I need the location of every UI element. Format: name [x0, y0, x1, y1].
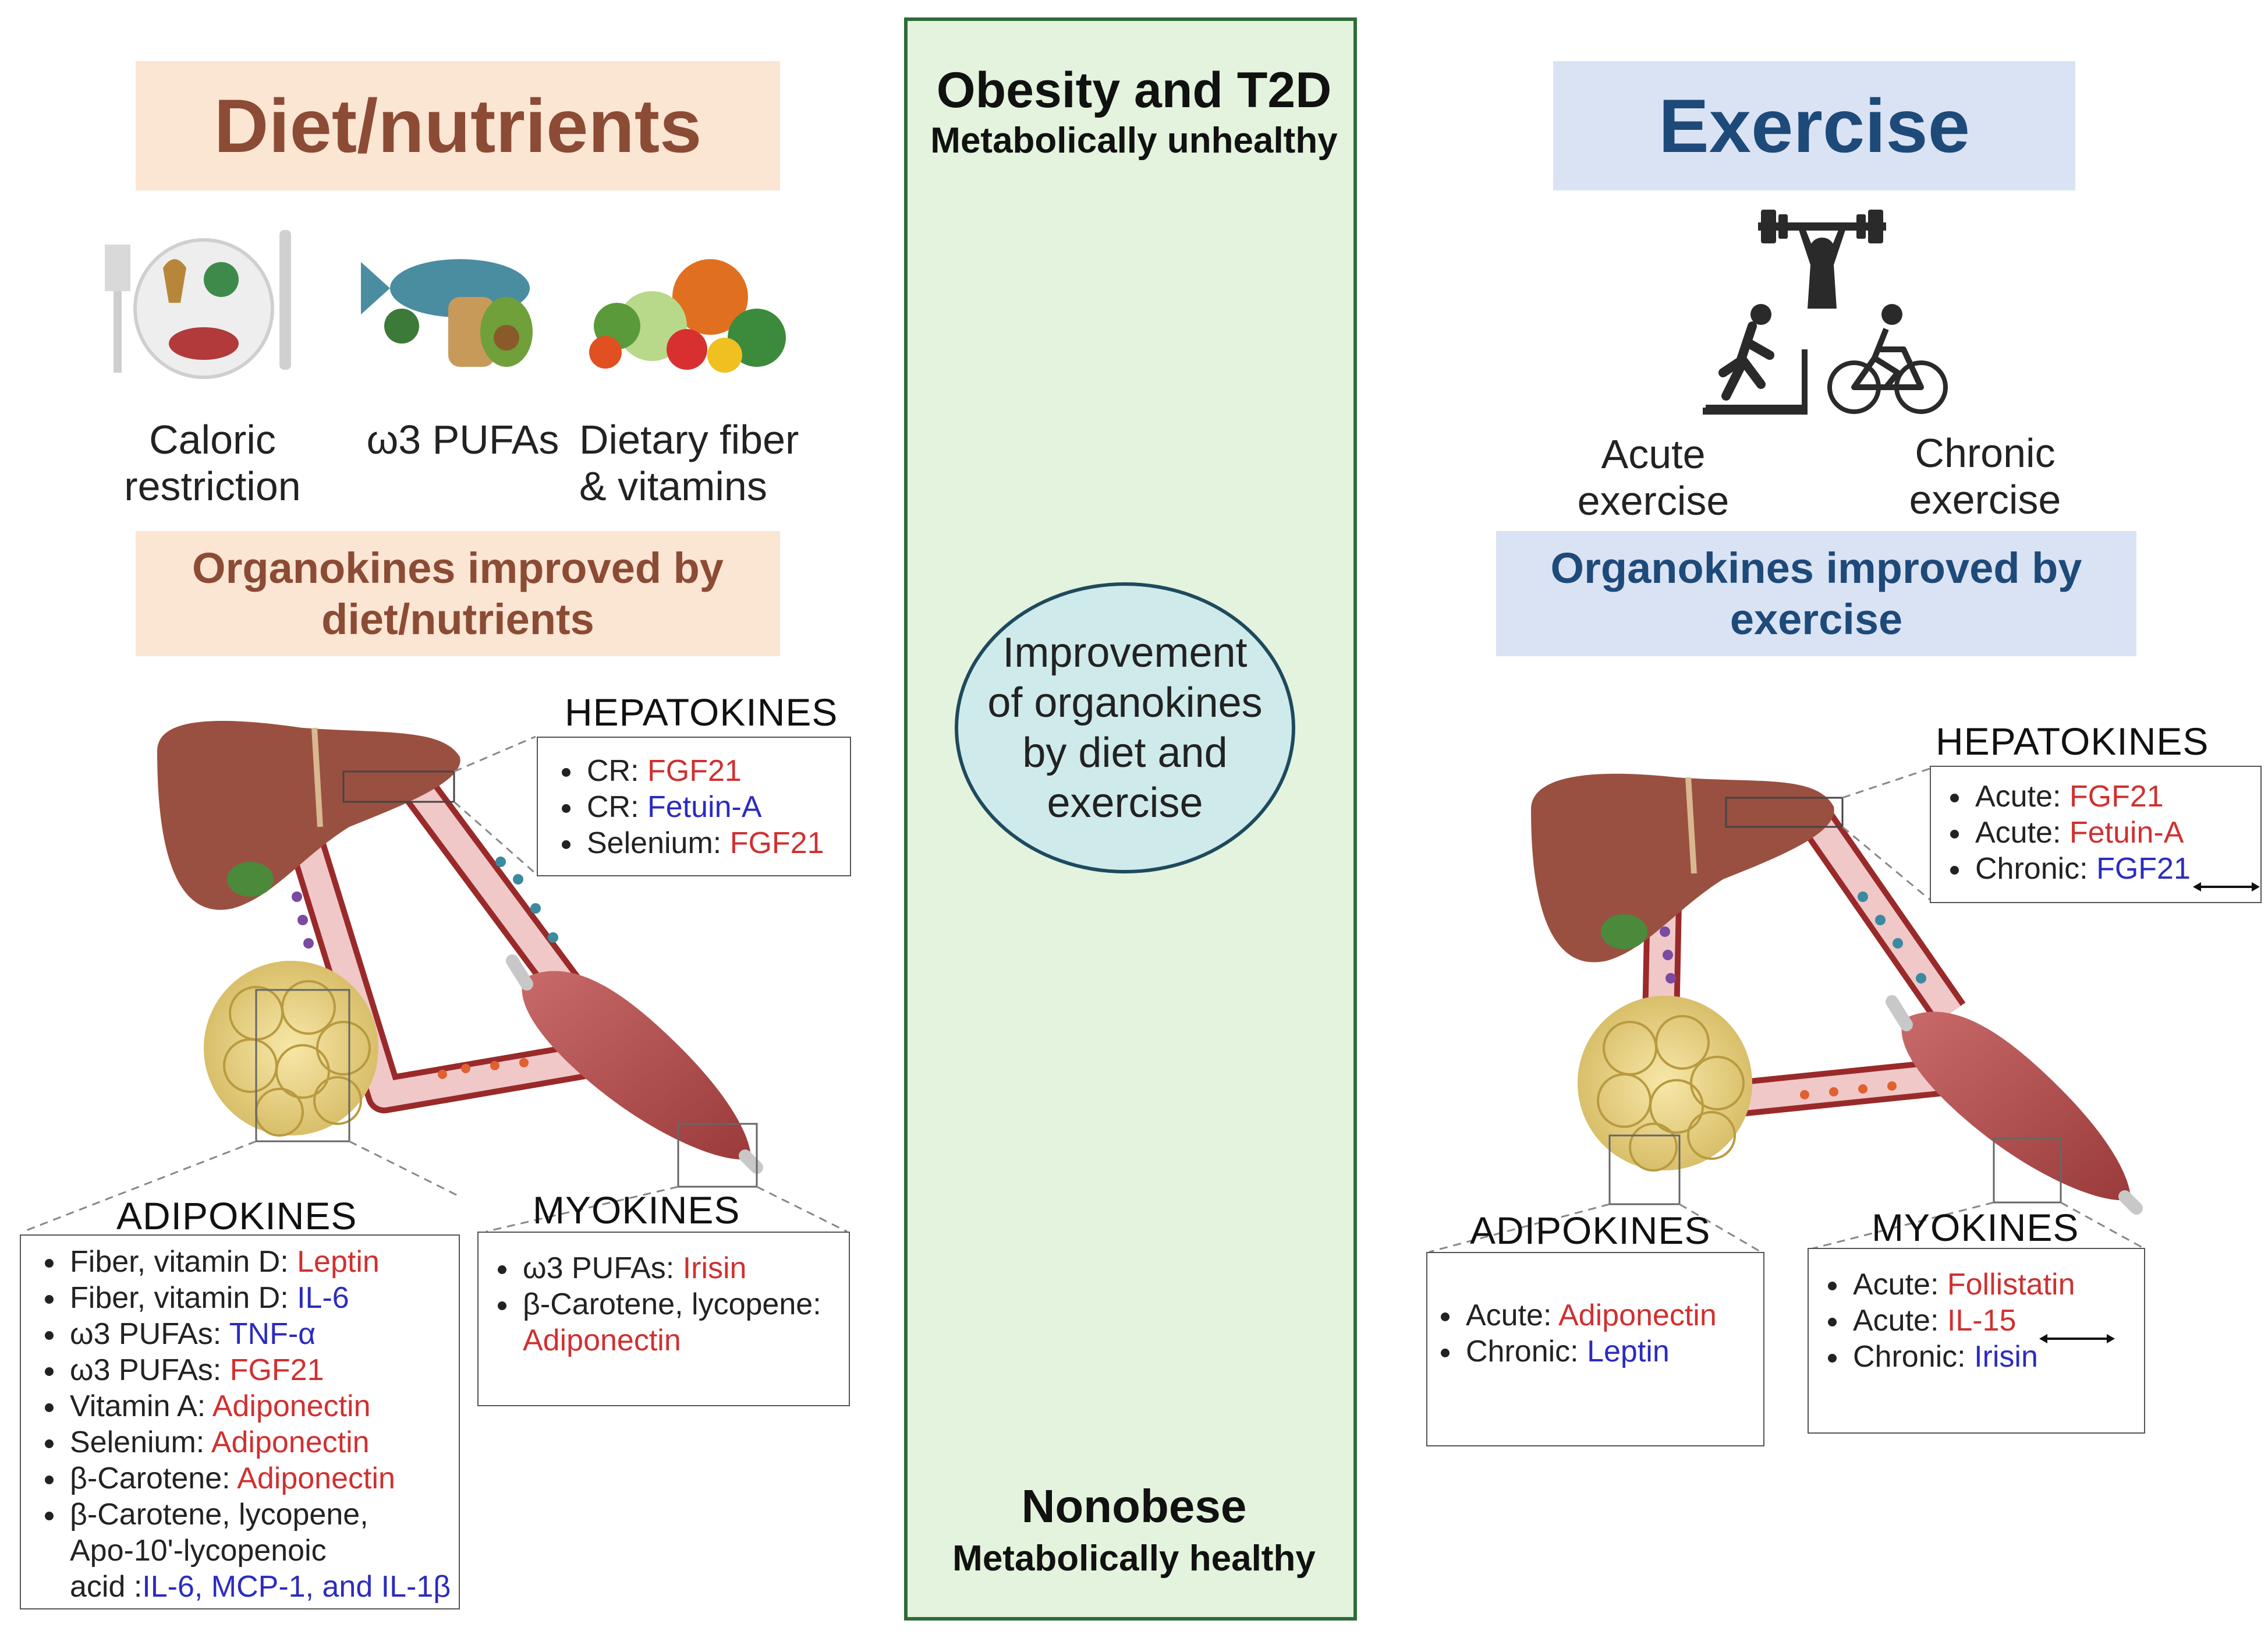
- omega3-line1: ω3 PUFAs: [366, 417, 559, 462]
- exercise-hepatokines-title: HEPATOKINES: [1936, 720, 2209, 763]
- acute-line2: exercise: [1577, 478, 1730, 523]
- chronic-line1: Chronic: [1915, 430, 2056, 476]
- acute-line1: Acute: [1601, 431, 1706, 477]
- diet-hepatokine-item: CR: Fetuin-A: [583, 789, 850, 825]
- exercise-hepatokine-item: Acute: Fetuin-A: [1972, 815, 2260, 851]
- diet-hepatokines-box: CR: FGF21 CR: Fetuin-A Selenium: FGF21: [537, 737, 851, 876]
- exercise-title: Exercise: [1659, 83, 1970, 168]
- diet-myokines-title: MYOKINES: [533, 1188, 740, 1232]
- exercise-adipokines-title: ADIPOKINES: [1470, 1209, 1711, 1252]
- exercise-hepatokine-item: Acute: FGF21: [1972, 779, 2260, 815]
- caloric-restriction-label: Caloric restriction: [93, 416, 332, 510]
- right-skeletal-muscle: [1886, 995, 2143, 1215]
- dietary-fiber-line2: & vitamins: [579, 464, 767, 509]
- center-bottom-title: Nonobese: [1021, 1480, 1247, 1532]
- chronic-exercise-label: Chronic exercise: [1880, 430, 2090, 523]
- diet-adipokines-title: ADIPOKINES: [116, 1194, 357, 1237]
- exercise-hepatokine-item: Chronic: FGF21: [1972, 851, 2260, 892]
- center-top-subtitle: Metabolically unhealthy: [930, 121, 1338, 161]
- exercise-myokine-item: Acute: IL-15: [1849, 1303, 2144, 1344]
- weightlifting-icon: [1758, 210, 1886, 309]
- diet-adipokine-item: ω3 PUFAs: TNF-α: [66, 1316, 459, 1352]
- diet-adipokine-item: Fiber, vitamin D: Leptin: [66, 1244, 459, 1280]
- left-liver: [157, 721, 460, 910]
- exercise-myokines-title: MYOKINES: [1872, 1206, 2079, 1249]
- treadmill-running-icon: [1703, 304, 1808, 415]
- diet-myokine-item: ω3 PUFAs: Irisin: [519, 1250, 849, 1286]
- exercise-title-banner: Exercise: [1553, 61, 2075, 190]
- caloric-restriction-line1: Caloric: [149, 417, 276, 462]
- right-liver: [1531, 773, 1834, 963]
- diet-organokines-banner: Organokines improved by diet/nutrients: [136, 531, 780, 656]
- diet-adipokine-item: Fiber, vitamin D: IL-6: [66, 1280, 459, 1316]
- improvement-circle: Improvement of organokines by diet and e…: [955, 582, 1295, 873]
- exercise-adipokines-box: Acute: Adiponectin Chronic: Leptin: [1426, 1252, 1764, 1446]
- diet-organokines-line2: diet/nutrients: [321, 595, 594, 643]
- diet-title-banner: Diet/nutrients: [136, 61, 780, 190]
- circle-line3: by diet and: [1022, 730, 1228, 776]
- chronic-line2: exercise: [1909, 477, 2061, 522]
- exercise-organokines-line2: exercise: [1730, 595, 1903, 643]
- diet-title: Diet/nutrients: [214, 83, 702, 168]
- exercise-adipokine-item: Acute: Adiponectin: [1462, 1297, 1763, 1333]
- diet-adipokine-item: ω3 PUFAs: FGF21: [66, 1352, 459, 1388]
- dietary-fiber-line1: Dietary fiber: [579, 417, 799, 462]
- left-callout-lines: [23, 735, 848, 1233]
- caloric-restriction-line2: restriction: [124, 464, 301, 509]
- diet-myokine-item: β-Carotene, lycopene:Adiponectin: [519, 1286, 849, 1358]
- diet-myokines-box: ω3 PUFAs: Irisin β-Carotene, lycopene:Ad…: [477, 1232, 850, 1406]
- cycling-icon: [1827, 304, 1948, 414]
- exercise-myokine-item: Chronic: Irisin: [1849, 1339, 2144, 1375]
- acute-exercise-label: Acute exercise: [1548, 431, 1758, 524]
- exercise-adipokine-item: Chronic: Leptin: [1462, 1333, 1763, 1370]
- fiber-vegetables-icon: [589, 259, 786, 373]
- diet-adipokine-item: Vitamin A: Adiponectin: [66, 1388, 459, 1424]
- exercise-hepatokines-box: Acute: FGF21 Acute: Fetuin-A Chronic: FG…: [1930, 766, 2262, 903]
- circle-line1: Improvement: [1002, 629, 1248, 676]
- diet-adipokine-item: β-Carotene: Adiponectin: [66, 1460, 459, 1497]
- dietary-fiber-label: Dietary fiber & vitamins: [579, 416, 830, 510]
- circle-line4: exercise: [1047, 780, 1203, 826]
- caloric-restriction-plate-icon: [105, 230, 291, 379]
- omega3-label: ω3 PUFAs: [355, 416, 570, 463]
- exercise-organokines-line1: Organokines improved by: [1550, 543, 2082, 592]
- right-adipose-tissue: [1578, 996, 1752, 1172]
- circle-line2: of organokines: [987, 680, 1263, 726]
- diet-hepatokine-item: CR: FGF21: [583, 753, 850, 789]
- exercise-myokines-box: Acute: Follistatin Acute: IL-15 Chronic:…: [1808, 1248, 2145, 1434]
- diet-hepatokine-item: Selenium: FGF21: [583, 825, 850, 861]
- exercise-myokine-item: Acute: Follistatin: [1849, 1266, 2144, 1303]
- omega3-fish-icon: [361, 259, 533, 367]
- diet-adipokine-item: Selenium: Adiponectin: [66, 1424, 459, 1460]
- center-top-title: Obesity and T2D: [936, 62, 1332, 118]
- diet-adipokine-item-last: β-Carotene, lycopene, Apo-10'-lycopenoic…: [66, 1497, 459, 1605]
- no-change-arrow-icon: [2039, 1317, 2115, 1344]
- left-blood-vessel-loop: [267, 763, 591, 1113]
- exercise-organokines-banner: Organokines improved by exercise: [1496, 531, 2136, 656]
- diet-hepatokines-title: HEPATOKINES: [565, 691, 838, 734]
- right-callout-lines: [1429, 767, 2146, 1253]
- left-skeletal-muscle: [506, 954, 763, 1174]
- diet-adipokines-box: Fiber, vitamin D: Leptin Fiber, vitamin …: [20, 1234, 460, 1609]
- diet-organokines-line1: Organokines improved by: [192, 543, 724, 592]
- left-adipose-tissue: [204, 961, 378, 1137]
- no-change-arrow-icon: [2192, 865, 2260, 892]
- center-bottom-subtitle: Metabolically healthy: [952, 1538, 1316, 1579]
